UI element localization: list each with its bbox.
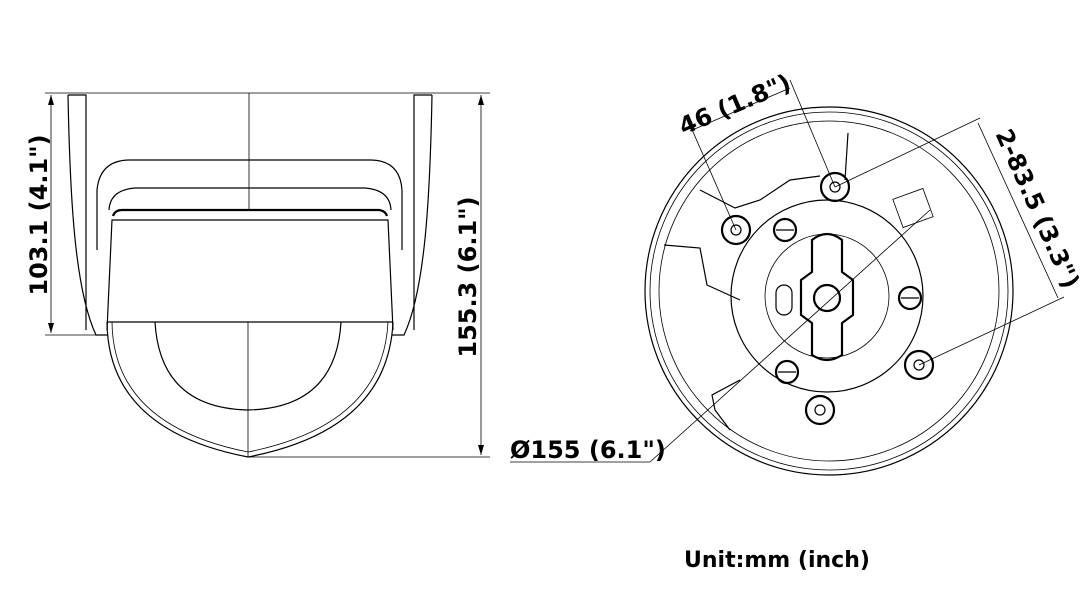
dim-label-diameter: Ø155 (6.1"): [510, 436, 666, 464]
visor-outer: [96, 159, 403, 250]
small-slot: [775, 284, 793, 316]
left-bracket: [67, 94, 108, 336]
dome-outer: [106, 321, 394, 458]
mounting-screws: [772, 217, 923, 385]
housing-top: [111, 208, 389, 217]
diameter-leader: [649, 209, 931, 463]
unit-note: Unit:mm (inch): [684, 548, 870, 573]
dim-line-46: [689, 87, 791, 132]
ext-line-46a: [689, 124, 737, 231]
side-view: 103.1 (4.1") 155.3 (6.1"): [25, 92, 490, 458]
dim-label-hole-spacing: 46 (1.8"): [675, 69, 795, 141]
key-slot: [799, 232, 855, 362]
ext-line-46b: [789, 79, 836, 188]
base-inner-rim: [658, 120, 1000, 462]
label-tab: [892, 187, 934, 229]
bottom-view: 46 (1.8") 2-83.5 (3.3") Ø155 (6.1"): [510, 69, 1085, 476]
dim-label-mount-height: 103.1 (4.1"): [25, 134, 53, 295]
base-rim: [649, 111, 1009, 471]
dim-line-83: [977, 122, 1059, 299]
dim-label-hole-pitch: 2-83.5 (3.3"): [990, 125, 1085, 293]
housing-body: [106, 219, 394, 331]
mounting-holes: [720, 171, 935, 426]
ext-line-83a: [834, 117, 981, 188]
base-ribs: [663, 132, 849, 431]
dim-label-total-height: 155.3 (6.1"): [454, 196, 482, 357]
visor-inner: [108, 187, 392, 211]
right-bracket: [392, 94, 433, 336]
ext-line-83b: [918, 296, 1065, 366]
center-cable-hole: [812, 283, 842, 313]
base-outer-circle: [644, 106, 1014, 476]
plate-inner-circle: [764, 233, 890, 359]
dome-outer-inner: [111, 321, 389, 453]
